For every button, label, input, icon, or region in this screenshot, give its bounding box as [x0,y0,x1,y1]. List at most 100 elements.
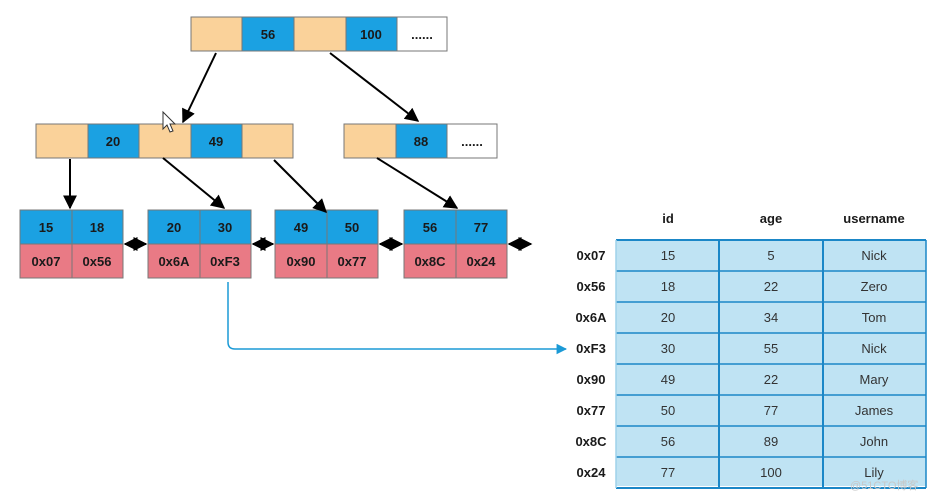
leaf-addr-label: 0x90 [287,254,316,269]
leaf-addr-cell [147,243,201,279]
table-header-username: username [843,211,904,226]
row-address: 0x07 [577,248,606,263]
table-cell: Zero [861,279,888,294]
leaf-key-label: 20 [167,220,181,235]
row-address: 0xF3 [576,341,606,356]
table-cell: 20 [661,310,675,325]
row-address: 0x8C [575,434,607,449]
row-address: 0x90 [577,372,606,387]
leaf-addr-label: 0x8C [414,254,446,269]
leaf-key-cell [147,209,201,245]
leaf-key-label: 56 [423,220,437,235]
leaf-node-2: 20 30 0x6A 0xF3 [147,209,252,279]
row-pointer-arrow [227,282,568,355]
table-cell: John [860,434,888,449]
internal-key-label: 88 [414,134,428,149]
root-key-cell [345,16,398,52]
internal-to-leaf-arrow [273,159,327,213]
table-cell: 100 [760,465,782,480]
leaf-addr-cell [326,243,379,279]
leaf-key-label: 30 [218,220,232,235]
leaf-key-label: 18 [90,220,104,235]
table-cell: Lily [864,465,884,480]
root-ellipsis-cell [396,16,448,52]
table-cell: 5 [767,248,774,263]
table-cell: 22 [764,279,778,294]
table-cell: 50 [661,403,675,418]
table-cell: 77 [764,403,778,418]
leaf-key-cell [19,209,73,245]
table-cell: Nick [861,341,887,356]
table-row: 0x6A 20 34 Tom [575,310,886,325]
root-key-label: 56 [261,27,275,42]
leaf-key-label: 15 [39,220,53,235]
row-address: 0x56 [577,279,606,294]
leaf-node-4: 56 77 0x8C 0x24 [403,209,508,279]
internal-ellipsis-cell [446,123,498,159]
root-ellipsis-label: ...... [411,27,433,42]
table-header-age: age [760,211,782,226]
table-cell: 34 [764,310,778,325]
table-cell: Mary [860,372,889,387]
table-cell: James [855,403,894,418]
table-cell: 56 [661,434,675,449]
leaf-addr-cell [403,243,457,279]
internal-pointer-slot [138,123,192,159]
leaf-key-cell [326,209,379,245]
internal-key-label: 49 [209,134,223,149]
leaf-key-label: 77 [474,220,488,235]
leaf-key-label: 49 [294,220,308,235]
mouse-pointer-icon [162,110,177,133]
internal-to-leaf-arrow [162,157,226,209]
leaf-key-cell [403,209,457,245]
leaf-addr-label: 0x56 [83,254,112,269]
leaf-addr-cell [274,243,328,279]
table-cell: 89 [764,434,778,449]
table-cell: 30 [661,341,675,356]
leaf-addr-cell [71,243,124,279]
row-address: 0x77 [577,403,606,418]
internal-pointer-slot [343,123,397,159]
leaf-addr-label: 0x77 [338,254,367,269]
leaf-node-1: 15 18 0x07 0x56 [19,209,124,279]
table-cell: 49 [661,372,675,387]
table-header-id: id [662,211,674,226]
root-pointer-slot [293,16,347,52]
watermark: @51CTO博客 [850,478,918,492]
table-cell: 18 [661,279,675,294]
root-pointer-slot [190,16,243,52]
internal-key-cell [190,123,243,159]
table-row: 0x56 18 22 Zero [577,279,888,294]
leaf-key-cell [455,209,508,245]
leaf-addr-label: 0x24 [467,254,497,269]
table-cell: Tom [862,310,887,325]
table-cell: 55 [764,341,778,356]
table-row: 0x77 50 77 James [577,403,894,418]
row-address: 0x6A [575,310,607,325]
internal-key-label: 20 [106,134,120,149]
table-cell: 77 [661,465,675,480]
table-cell: 15 [661,248,675,263]
leaf-addr-label: 0xF3 [210,254,240,269]
table-row: 0xF3 30 55 Nick [576,341,887,356]
internal-node-right: 88 ...... [343,123,498,159]
internal-ellipsis-label: ...... [461,134,483,149]
leaf-key-label: 50 [345,220,359,235]
root-node: 56 100 ...... [190,16,448,52]
leaf-addr-cell [19,243,73,279]
root-to-internal-arrow [329,52,420,122]
table-cell: 22 [764,372,778,387]
leaf-node-3: 49 50 0x90 0x77 [274,209,379,279]
table-grid [615,239,927,489]
table-row: 0x90 49 22 Mary [577,372,889,387]
leaf-addr-label: 0x6A [158,254,190,269]
leaf-addr-cell [199,243,252,279]
internal-key-cell [395,123,448,159]
table-body [616,240,926,486]
root-to-internal-arrow [182,52,217,124]
internal-node-left: 20 49 [35,123,294,159]
